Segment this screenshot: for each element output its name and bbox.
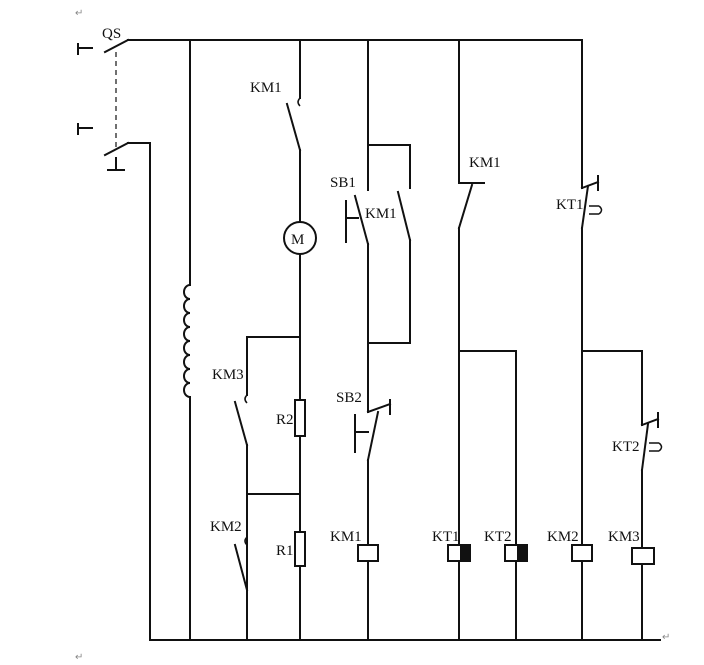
km3-coil-label: KM3	[608, 529, 640, 545]
return-line	[127, 142, 151, 641]
km2-coil-label: KM2	[547, 529, 579, 545]
kt1-contact-label: KT1	[556, 197, 584, 213]
km3-contact-label: KM3	[212, 367, 244, 383]
paragraph-mark-bottom: ↵	[75, 652, 83, 663]
km2-contact-label: KM2	[210, 519, 242, 535]
km1-aux-contact-label: KM1	[469, 155, 501, 171]
resistor-r2	[294, 399, 306, 437]
kt-coils-branch	[447, 39, 528, 641]
motor: M	[283, 221, 317, 255]
km1-coil-branch	[345, 39, 412, 641]
resistor-r1	[294, 531, 306, 567]
sb2-label: SB2	[336, 390, 362, 406]
km1-holding-label: KM1	[365, 206, 397, 222]
km-coils-branch	[571, 39, 663, 641]
sb1-label: SB1	[330, 175, 356, 191]
kt1-coil-label: KT1	[432, 529, 460, 545]
km3-bypass	[233, 336, 301, 641]
km1-main-contact-label: KM1	[250, 80, 282, 96]
field-winding-branch	[183, 39, 192, 641]
motor-branch	[285, 39, 302, 641]
paragraph-mark-top: ↵	[75, 8, 83, 19]
km2-bypass	[233, 493, 301, 592]
paragraph-mark-right: ↵	[662, 632, 670, 643]
kt2-coil-label: KT2	[484, 529, 512, 545]
qs-label: QS	[102, 26, 121, 42]
qs-switch	[77, 38, 130, 171]
motor-label: M	[291, 232, 304, 248]
r1-label: R1	[276, 543, 294, 559]
km1-coil-label: KM1	[330, 529, 362, 545]
kt2-contact-label: KT2	[612, 439, 640, 455]
r2-label: R2	[276, 412, 294, 428]
